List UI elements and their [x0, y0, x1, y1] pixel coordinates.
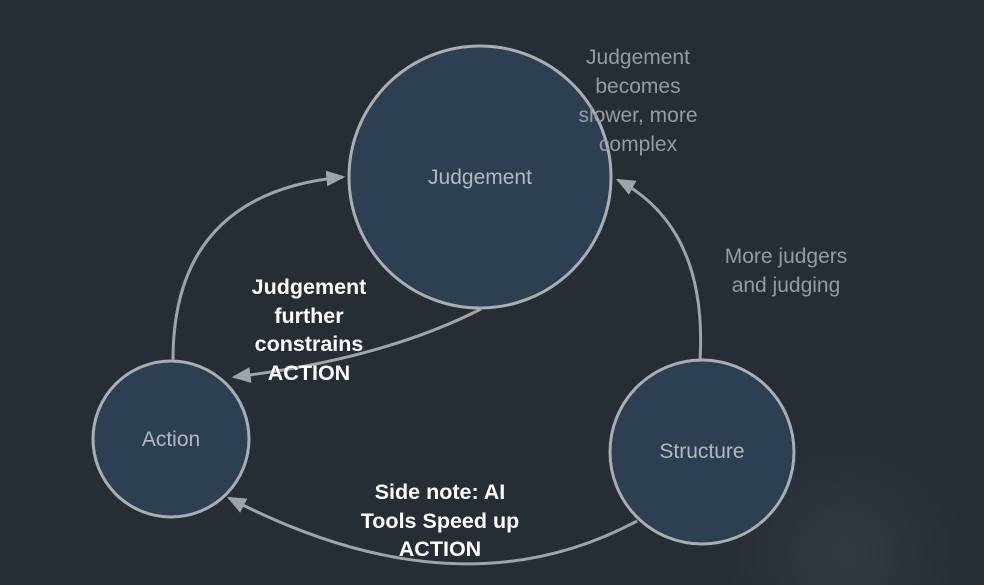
node-structure: [608, 358, 796, 546]
node-structure-label: Structure: [659, 440, 745, 463]
node-action-label: Action: [141, 428, 201, 451]
arrow-action-to-judgement: [171, 170, 346, 363]
node-judgement: [347, 44, 613, 310]
annotation-judgement-becomes: Judgement becomes slower, more complex: [578, 46, 698, 156]
annotation-more-judgers: More judgers and judging: [724, 245, 848, 297]
annotation-side-note: Side note: AI Tools Speed up ACTION: [360, 480, 520, 561]
annotation-judgement-constrains: Judgement further constrains ACTION: [251, 275, 367, 385]
node-judgement-label: Judgement: [428, 166, 532, 189]
arrow-judgement-to-action: [231, 307, 482, 383]
arrow-structure-to-judgement: [615, 178, 703, 362]
node-action: [91, 359, 251, 519]
arrow-structure-to-action: [226, 496, 638, 566]
